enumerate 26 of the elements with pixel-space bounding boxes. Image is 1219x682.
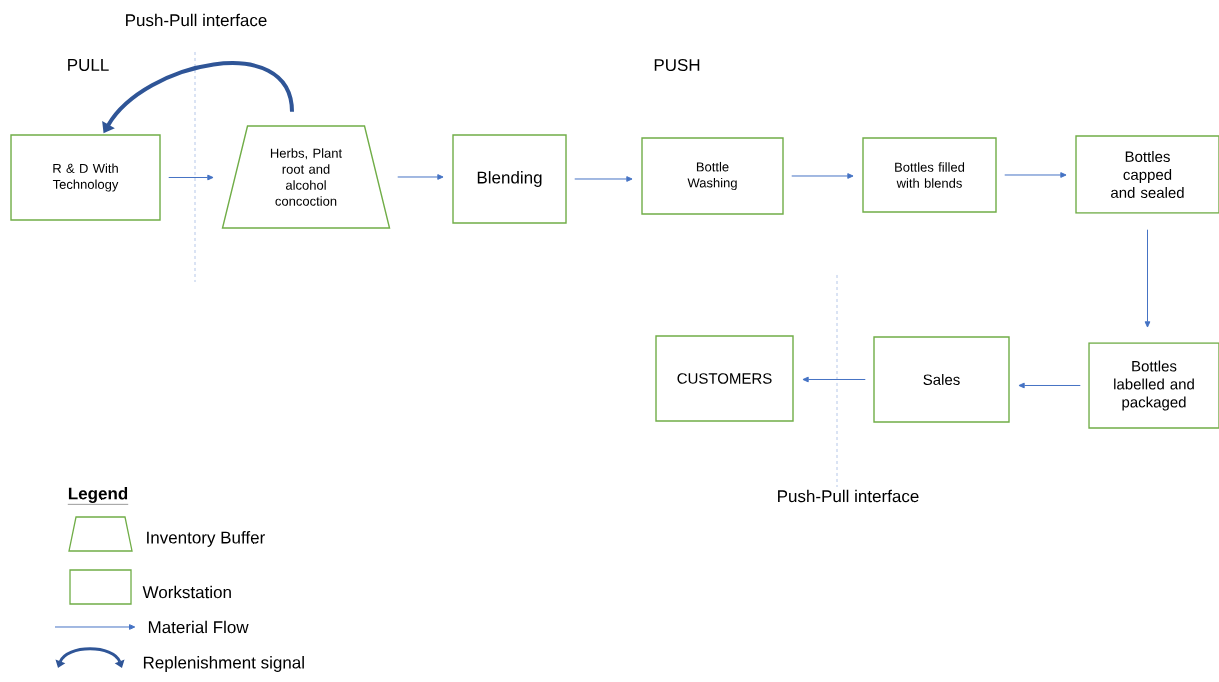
workstation-box: CUSTOMERS xyxy=(655,335,794,422)
legend-text: Workstation xyxy=(142,585,231,599)
workstation-box: Blending xyxy=(452,134,567,224)
zone-label: PULL xyxy=(68,59,109,71)
workstation-box: Bottles capped and sealed xyxy=(1075,135,1219,214)
flow-arrow xyxy=(791,173,854,179)
workstation-box: Bottles filled with blends xyxy=(862,137,997,213)
legend-heading: Legend xyxy=(67,487,129,505)
flow-arrow xyxy=(802,376,866,383)
workstation-box: Bottles labelled and packaged xyxy=(1088,342,1219,429)
flow-arrow xyxy=(1004,172,1067,178)
flow-arrow xyxy=(1018,382,1081,389)
flow-arrow xyxy=(574,176,633,182)
flow-arrow xyxy=(397,174,444,180)
workstation-box: Sales xyxy=(873,336,1010,423)
legend-text: Inventory Buffer xyxy=(147,531,265,547)
legend-text: Replenishment signal xyxy=(143,656,304,672)
flow-arrow xyxy=(168,174,214,181)
legend-text: Material Flow xyxy=(148,620,249,634)
inventory-buffer: Herbs, Plant root and alcohol concoction xyxy=(221,125,391,229)
zone-label: PUSH xyxy=(654,59,700,71)
interface-label: Push-Pull interface xyxy=(778,489,919,503)
flow-arrow xyxy=(1144,229,1151,328)
workstation-box: Bottle Washing xyxy=(641,137,784,215)
workstation-box: R & D With Technology xyxy=(10,134,161,221)
interface-label: Push-Pull interface xyxy=(126,13,267,27)
